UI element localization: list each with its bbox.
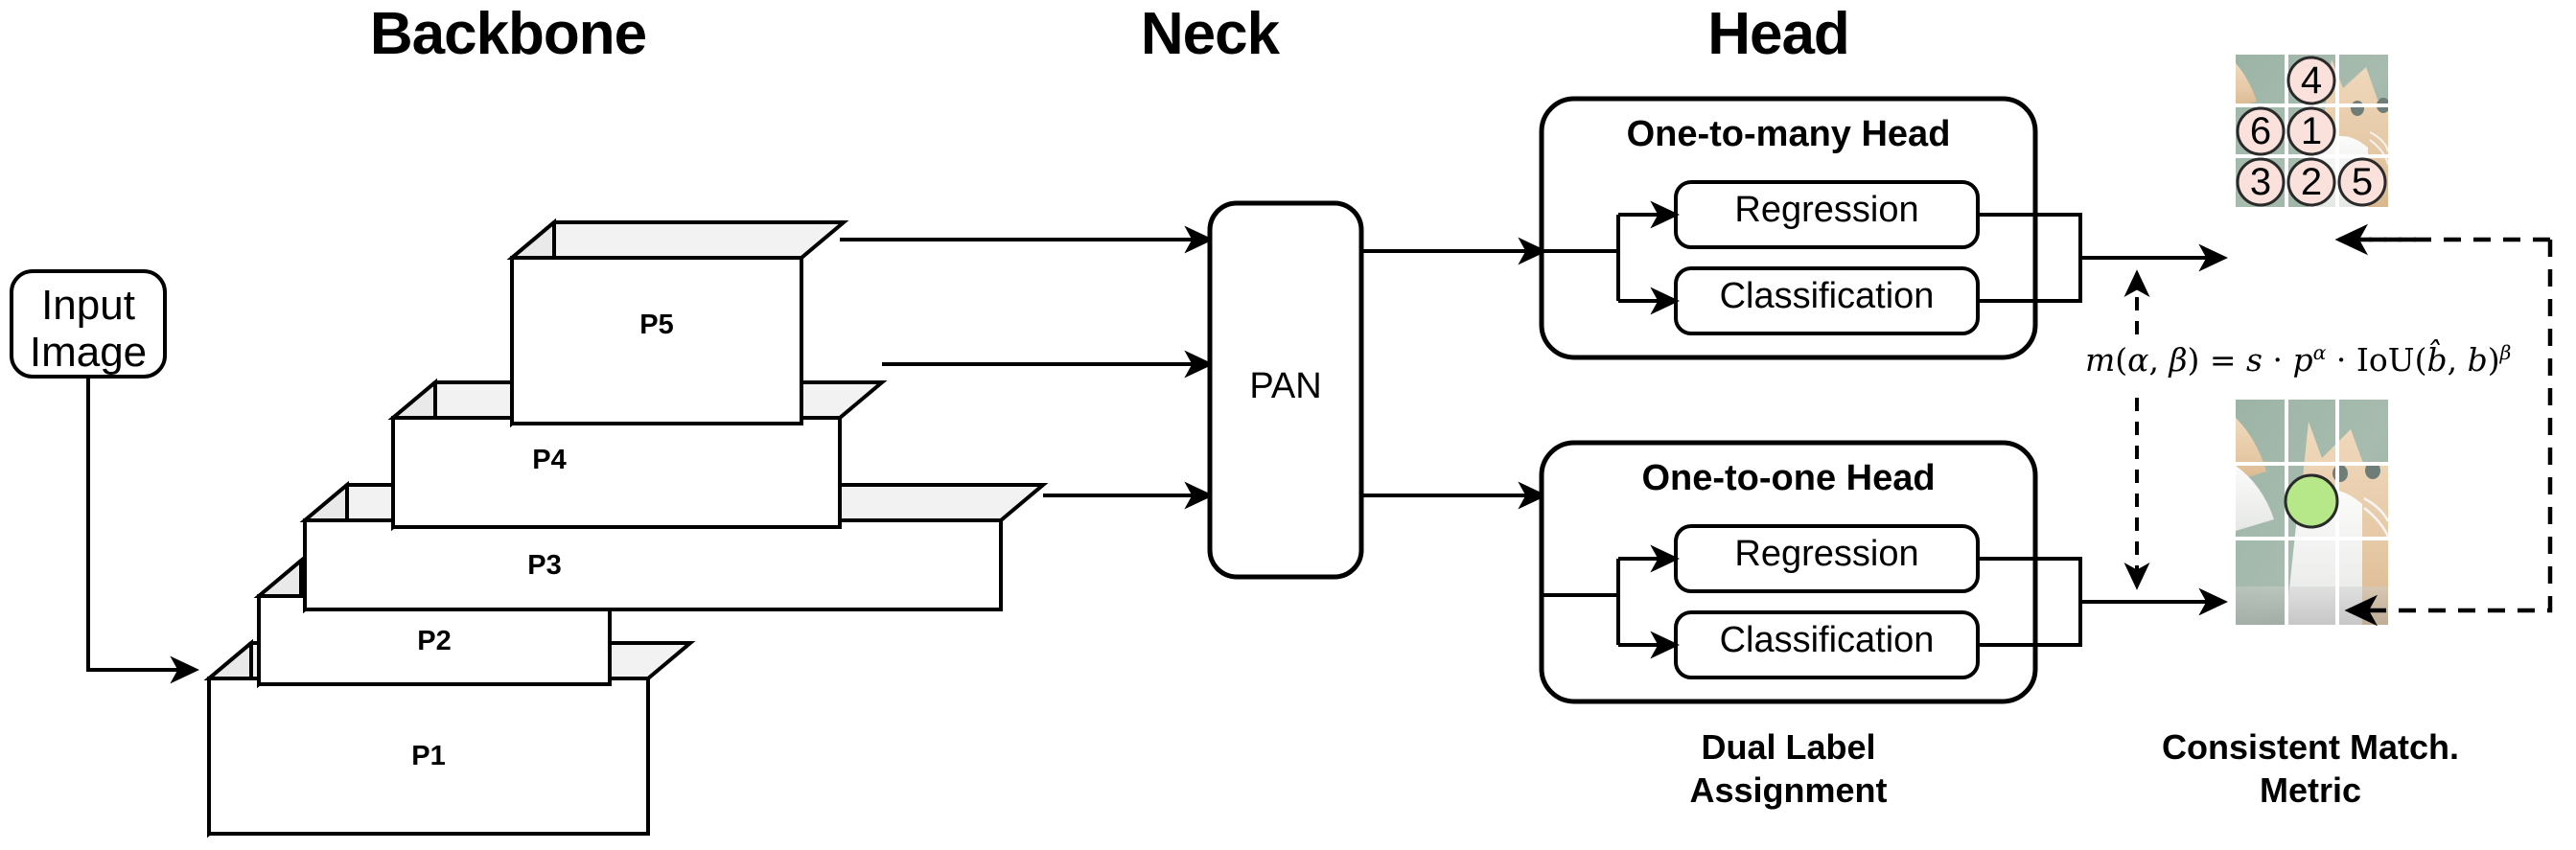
- match-marker-label-2: 2: [2300, 161, 2323, 203]
- one-to-many-internal-split: [1543, 200, 1680, 315]
- match-marker-3: [2236, 157, 2286, 207]
- match-image-one-to-one: [2236, 400, 2388, 625]
- match-marker-positive: [2284, 473, 2339, 529]
- match-marker-label-5: 5: [2351, 161, 2374, 203]
- section-title-head: Head: [1707, 1, 1850, 67]
- one-to-one-classification-label: Classification: [1719, 620, 1935, 660]
- match-marker-5: [2337, 157, 2387, 207]
- backbone-block-p5: [506, 218, 849, 428]
- match-marker-6: [2236, 106, 2286, 156]
- backbone-label-p4: P4: [532, 445, 567, 475]
- one-to-many-classification-label: Classification: [1719, 276, 1935, 316]
- backbone-label-p1: P1: [411, 741, 446, 771]
- section-title-neck: Neck: [1140, 1, 1280, 67]
- section-title-backbone: Backbone: [369, 1, 647, 67]
- one-to-one-merge: [1978, 557, 2228, 647]
- caption-consistent-match-metric: Consistent Match.Metric: [2161, 727, 2460, 810]
- one-to-one-internal-split: [1543, 544, 1680, 659]
- match-marker-label-1: 1: [2300, 110, 2323, 152]
- one-to-many-merge: [1978, 213, 2228, 303]
- neck-pan-label: PAN: [1249, 366, 1322, 406]
- neck-to-head-arrows: [1361, 237, 1547, 510]
- backbone-label-p5: P5: [639, 310, 674, 340]
- consistent-match-metric-formula: m(α, β) = s · pα · IoU(b̂, b)β: [2085, 341, 2512, 379]
- one-to-many-head-title: One-to-many Head: [1626, 114, 1951, 154]
- match-marker-label-4: 4: [2300, 59, 2323, 102]
- neck-pan-box: [1207, 200, 1364, 580]
- one-to-many-regression-label: Regression: [1734, 190, 1919, 230]
- match-marker-1: [2286, 106, 2336, 156]
- one-to-one-head-title: One-to-one Head: [1641, 458, 1936, 498]
- backbone-label-p3: P3: [527, 550, 562, 581]
- one-to-one-regression-label: Regression: [1734, 534, 1919, 574]
- backbone-label-p2: P2: [417, 626, 452, 656]
- match-image-one-to-many: [2236, 55, 2388, 207]
- backbone-to-neck-arrows: [840, 225, 1214, 510]
- match-marker-2: [2286, 157, 2336, 207]
- match-marker-4: [2286, 56, 2336, 105]
- input-to-p1-connector: [86, 377, 199, 684]
- match-marker-label-6: 6: [2249, 110, 2272, 152]
- match-marker-label-3: 3: [2249, 161, 2272, 203]
- metric-feedback-bracket: [2334, 223, 2553, 627]
- match-grid-lines-top: [2236, 55, 2388, 207]
